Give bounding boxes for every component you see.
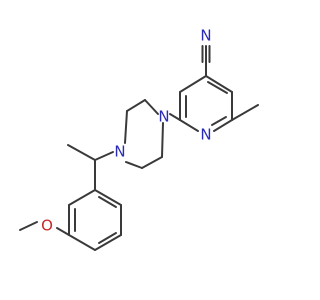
bond-layer: [19, 45, 259, 251]
pyridine-bond: [179, 119, 199, 132]
methoxy-o-label: O: [41, 217, 53, 235]
phenyl-bond: [94, 234, 122, 251]
pyridine-n-label: N: [200, 126, 211, 144]
piperazine-bond: [161, 122, 164, 158]
phenyl-bond: [68, 189, 96, 206]
piperazine-n-label: N: [114, 143, 125, 161]
methyl-bond: [231, 104, 259, 121]
atom-labels: N N N N O: [41, 27, 212, 235]
pyridine-bond: [213, 119, 233, 132]
nitrile-n-label: N: [200, 27, 211, 45]
pyridine-piperazine-bond: [169, 113, 181, 121]
piperazine-bond: [125, 161, 143, 169]
structure-diagram: N N N N O: [19, 27, 259, 251]
ch-methyl-bond: [67, 144, 96, 161]
phenyl-bond: [94, 189, 122, 206]
phenyl-bond: [98, 232, 117, 244]
piperazine-bond: [126, 99, 146, 112]
pyridine-bond: [207, 81, 228, 94]
pyridine-bond: [205, 75, 233, 93]
pyridine-bond: [179, 75, 207, 93]
aryl-o-bond: [56, 227, 70, 236]
piperazine-bond: [141, 156, 163, 169]
n-ch-bond: [94, 151, 114, 161]
piperazine-bond: [124, 110, 128, 144]
phenyl-bond: [98, 196, 117, 208]
phenyl-bond: [68, 234, 96, 251]
piperazine-bond: [144, 99, 159, 115]
piperazine-n-label: N: [158, 108, 169, 126]
o-methyl-bond: [19, 221, 38, 231]
pyridine-bond: [211, 116, 227, 126]
